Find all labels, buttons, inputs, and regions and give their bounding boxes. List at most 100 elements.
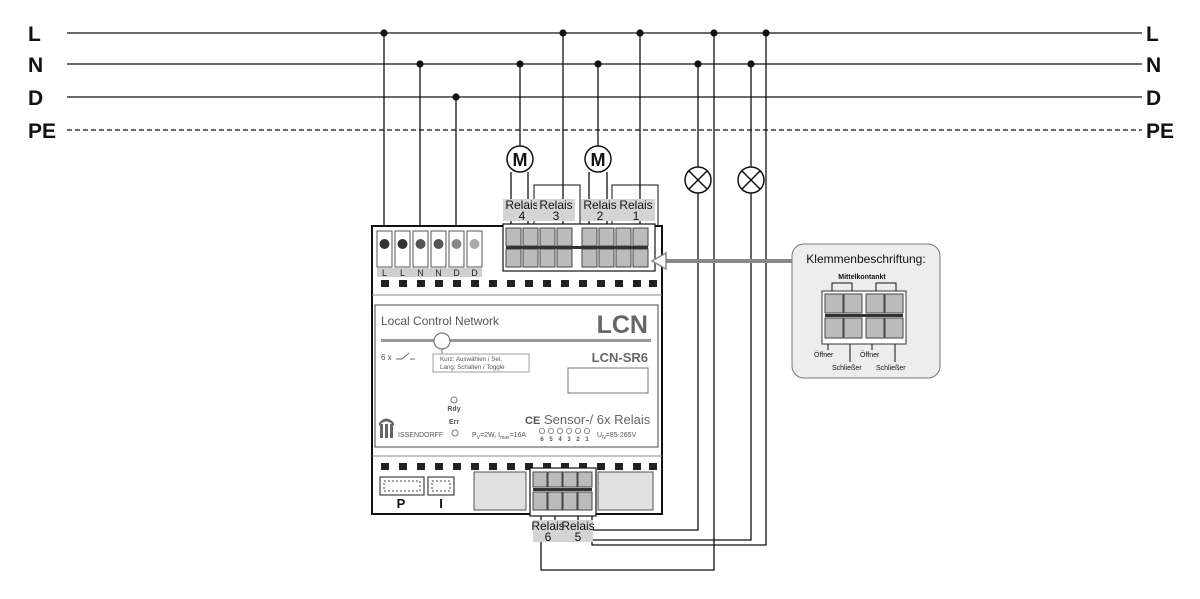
legend-opener-2: Öffner [860, 351, 880, 359]
instruction-short: Kurz: Auswählen / Sel. [440, 356, 502, 363]
relay-label-word: Relais [583, 198, 616, 212]
relay-led [557, 427, 564, 434]
relay-number-6: 6 [545, 530, 552, 544]
blank-slot [597, 471, 654, 511]
relay-terminal [615, 248, 632, 268]
power-symbol: P [472, 432, 477, 439]
rail-tooth [435, 463, 443, 470]
motor-2: M [584, 145, 612, 173]
relay-terminal [556, 227, 573, 247]
junction-dot [594, 60, 602, 68]
terminal-screw [379, 239, 390, 249]
rail-tooth [381, 280, 389, 287]
junction-dot [636, 29, 644, 37]
rail-tooth [399, 280, 407, 287]
instruction-box [432, 353, 530, 373]
rail-tooth [633, 280, 641, 287]
power-value: =2W, I [480, 432, 500, 439]
terminal-screw [451, 239, 462, 249]
ready-led [450, 396, 458, 404]
terminal-label: D [471, 268, 478, 278]
relay-led-number: 3 [567, 437, 571, 443]
lamp-cross [688, 170, 708, 190]
relay-terminal [562, 471, 578, 488]
relay-terminal [505, 227, 522, 247]
legend-separator [825, 314, 903, 317]
voltage-value: =85-265V [606, 432, 637, 439]
network-name: Local Control Network [381, 314, 500, 328]
relay-terminal [522, 248, 539, 268]
relay-terminal [615, 227, 632, 247]
bus-label-l-left: L [28, 23, 41, 46]
relay-label-word: Relais [539, 198, 572, 212]
legend-terminal [884, 317, 904, 339]
error-label: Err [449, 419, 459, 426]
rail-tooth [579, 463, 587, 470]
relay-terminal [532, 471, 548, 488]
relay-terminal [547, 471, 563, 488]
terminal-label: N [417, 268, 424, 278]
relay-terminal [598, 227, 615, 247]
voltage-spec: UN=85-265V [597, 432, 637, 441]
relay-label-bg [617, 199, 655, 221]
relay-terminal [598, 248, 615, 268]
relay-label-word: Relais [505, 198, 538, 212]
bus-labels: L N D PE L N D PE [28, 23, 1174, 143]
rail-tooth [615, 280, 623, 287]
rail-tooth [471, 280, 479, 287]
relay-led-number: 1 [585, 437, 589, 443]
bus-label-pe-right: PE [1146, 120, 1174, 143]
multiplier-label: 6 x [381, 353, 392, 362]
relay-number-4: 4 [519, 209, 526, 223]
rail-tooth [489, 463, 497, 470]
relay-terminal [556, 248, 573, 268]
relay-terminal [547, 491, 563, 511]
relay-led [548, 427, 555, 434]
port-i-socket [427, 476, 455, 496]
rail-tooth [417, 463, 425, 470]
port-p-inner [383, 480, 421, 492]
junction-dot [380, 29, 388, 37]
relay-led-row: 6 5 4 3 2 1 [539, 427, 591, 443]
rail-teeth-top [381, 280, 657, 287]
issendorff-logo-icon [379, 418, 394, 438]
relay-label-bg [537, 199, 575, 221]
terminal-label: L [382, 268, 387, 278]
relay-number-1: 1 [633, 209, 640, 223]
junction-dot [747, 60, 755, 68]
terminal-label: N [435, 268, 442, 278]
selector-knob [433, 332, 451, 350]
rail-tooth [597, 463, 605, 470]
rail-tooth [561, 280, 569, 287]
junction-dot [452, 93, 460, 101]
rail-tooth [435, 280, 443, 287]
imax-value: =16A [510, 432, 527, 439]
relay-label-word: Relais [619, 198, 652, 212]
product-type: Sensor-/ 6x Relais [544, 412, 651, 427]
bus-label-pe-left: PE [28, 120, 56, 143]
relay-terminal [577, 471, 593, 488]
motor-1: M [506, 145, 534, 173]
terminal-screw [433, 239, 444, 249]
legend-terminal [824, 293, 844, 314]
imax-subscript: max [500, 435, 510, 441]
relay-terminal [532, 491, 548, 511]
motor-label: M [513, 150, 528, 170]
lcn-sr6-device: L L N N D D [371, 223, 663, 517]
rail-tooth [615, 463, 623, 470]
junction-dots [380, 29, 770, 101]
relay-labels-bottom: Relais 6 Relais 5 [531, 519, 594, 544]
relay-terminal [522, 227, 539, 247]
rail-tooth [525, 280, 533, 287]
power-spec: PV=2W, Imax=16A [472, 432, 526, 441]
junction-dot [416, 60, 424, 68]
bus-label-l-right: L [1146, 23, 1159, 46]
terminal-separator-strip [506, 246, 648, 249]
terminal-separator-strip [533, 488, 592, 491]
legend-middle-contact: Mittelkontankt [838, 274, 886, 281]
error-led [451, 429, 459, 437]
junction-dot [710, 29, 718, 37]
relay-led [539, 427, 546, 434]
rail-teeth-bottom [381, 463, 657, 470]
port-i-inner [431, 480, 451, 492]
